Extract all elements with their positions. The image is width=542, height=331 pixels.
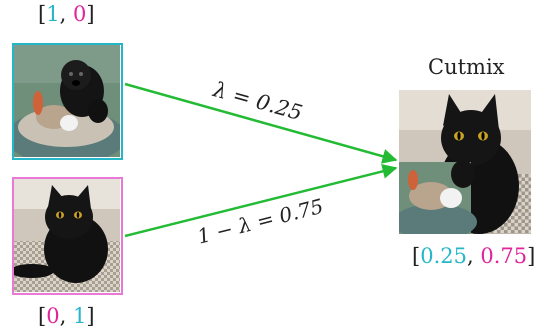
result-label-vector: [0.25, 0.75] bbox=[412, 244, 536, 268]
cutmix-patch bbox=[399, 160, 477, 234]
arrow-top-label: λ = 0.25 bbox=[210, 77, 305, 125]
arrow-top bbox=[124, 82, 398, 164]
cutmix-image bbox=[399, 90, 531, 234]
cat-image bbox=[12, 177, 123, 295]
dog-label-vector: [1, 0] bbox=[38, 2, 95, 26]
cat-label-vector: [0, 1] bbox=[38, 304, 95, 328]
dog-image bbox=[12, 43, 123, 160]
result-title: Cutmix bbox=[428, 55, 505, 79]
arrow-bottom bbox=[124, 164, 398, 238]
